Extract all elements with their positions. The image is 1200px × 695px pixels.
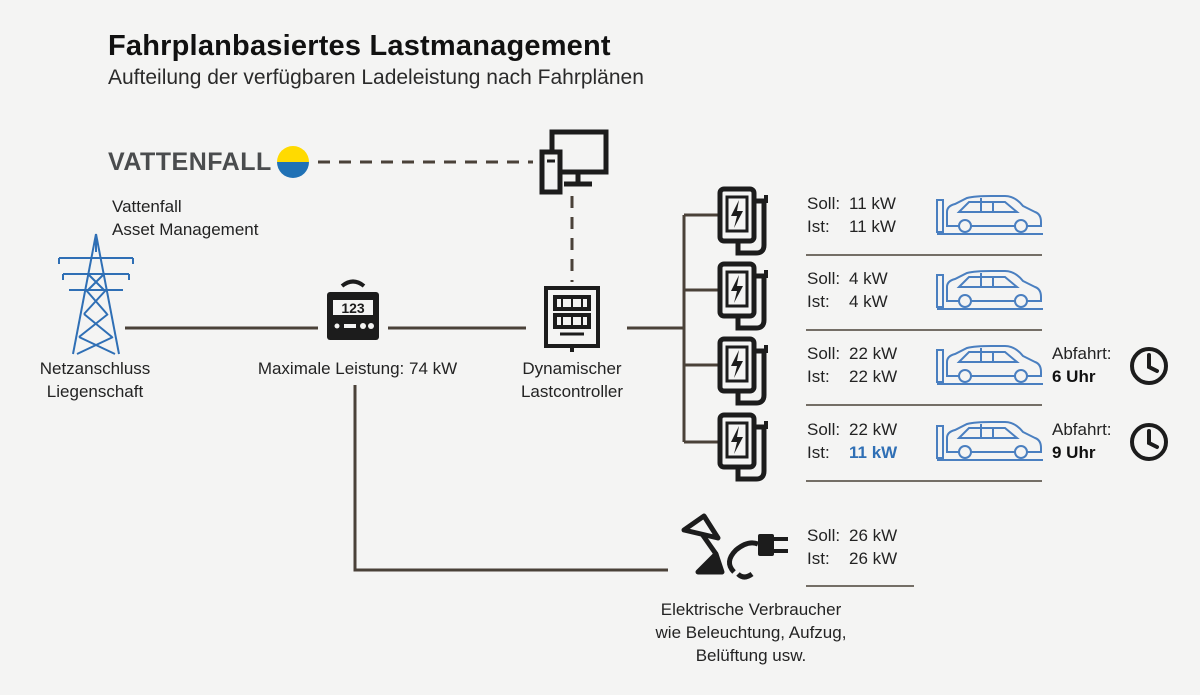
ist-value: 4 kW (849, 292, 888, 311)
departure-label: Abfahrt: (1052, 420, 1112, 439)
ist-label: Ist: (807, 443, 830, 462)
meter-display-text: 123 (341, 300, 365, 316)
controller-label-line2: Lastcontroller (520, 382, 624, 401)
ist-value: 11 kW (849, 217, 896, 236)
charger-values: Soll: 22 kW Ist: 11 kW (807, 418, 897, 464)
departure-time: 9 Uhr (1052, 443, 1096, 462)
departure-label: Abfahrt: (1052, 344, 1112, 363)
charging-station-icon (716, 185, 774, 262)
diagram-title: Fahrplanbasiertes Lastmanagement (108, 30, 611, 62)
soll-value: 11 kW (849, 194, 896, 213)
smart-meter-icon: 123 (327, 279, 379, 340)
grid-label-line2: Liegenschaft (46, 382, 144, 401)
controller-label: Dynamischer Lastcontroller (492, 357, 652, 403)
consumers-values: Soll: 26 kW Ist: 26 kW (807, 524, 897, 570)
ist-label: Ist: (807, 367, 830, 386)
charging-station-icon (716, 260, 774, 337)
departure-info: Abfahrt: 9 Uhr (1052, 418, 1112, 464)
vattenfall-caption-line1: Vattenfall (112, 197, 182, 216)
ist-label: Ist: (807, 217, 830, 236)
ist-label: Ist: (807, 292, 830, 311)
charging-station-icon (716, 335, 774, 412)
clock-icon (1128, 345, 1170, 392)
charger-values: Soll: 22 kW Ist: 22 kW (807, 342, 897, 388)
consumers-soll-value: 26 kW (849, 526, 898, 545)
vattenfall-logo-text: VATTENFALL (108, 148, 272, 176)
electric-car-icon (935, 420, 1045, 469)
consumers-ist-value: 26 kW (849, 549, 898, 568)
vattenfall-caption-line2: Asset Management (112, 220, 259, 239)
consumers-ist-label: Ist: (807, 549, 830, 568)
charging-station-icon (716, 411, 774, 488)
soll-value: 4 kW (849, 269, 888, 288)
vattenfall-logo-icon (277, 146, 309, 178)
charger-values: Soll: 4 kW Ist: 4 kW (807, 267, 888, 313)
soll-value: 22 kW (849, 420, 898, 439)
soll-label: Soll: (807, 269, 841, 288)
ist-value: 22 kW (849, 367, 898, 386)
departure-info: Abfahrt: 6 Uhr (1052, 342, 1112, 388)
electric-car-icon (935, 269, 1045, 318)
grid-connection-label: Netzanschluss Liegenschaft (20, 357, 170, 403)
load-controller-icon (544, 286, 600, 352)
power-tower-icon (58, 233, 134, 355)
computer-monitor-icon (539, 129, 609, 195)
clock-icon (1128, 421, 1170, 468)
soll-label: Soll: (807, 420, 841, 439)
controller-label-line1: Dynamischer (522, 359, 622, 378)
diagram-subtitle: Aufteilung der verfügbaren Ladeleistung … (108, 66, 644, 89)
consumers-label-line3: Belüftung usw. (695, 646, 807, 665)
consumers-label-line1: Elektrische Verbraucher (660, 600, 842, 619)
electric-car-icon (935, 194, 1045, 243)
ist-value: 11 kW (849, 443, 898, 462)
lamp-and-plug-icon (681, 513, 788, 580)
grid-label-line1: Netzanschluss (39, 359, 151, 378)
departure-time: 6 Uhr (1052, 367, 1096, 386)
meter-to-consumers-line (353, 385, 668, 572)
soll-label: Soll: (807, 194, 841, 213)
vattenfall-caption: Vattenfall Asset Management (112, 195, 258, 241)
consumers-soll-label: Soll: (807, 526, 841, 545)
consumers-label-line2: wie Beleuchtung, Aufzug, (655, 623, 847, 642)
soll-label: Soll: (807, 344, 841, 363)
meter-label: Maximale Leistung: 74 kW (257, 359, 458, 378)
electric-car-icon (935, 344, 1045, 393)
charger-values: Soll: 11 kW Ist: 11 kW (807, 192, 896, 238)
consumers-label: Elektrische Verbraucher wie Beleuchtung,… (618, 598, 884, 667)
soll-value: 22 kW (849, 344, 898, 363)
